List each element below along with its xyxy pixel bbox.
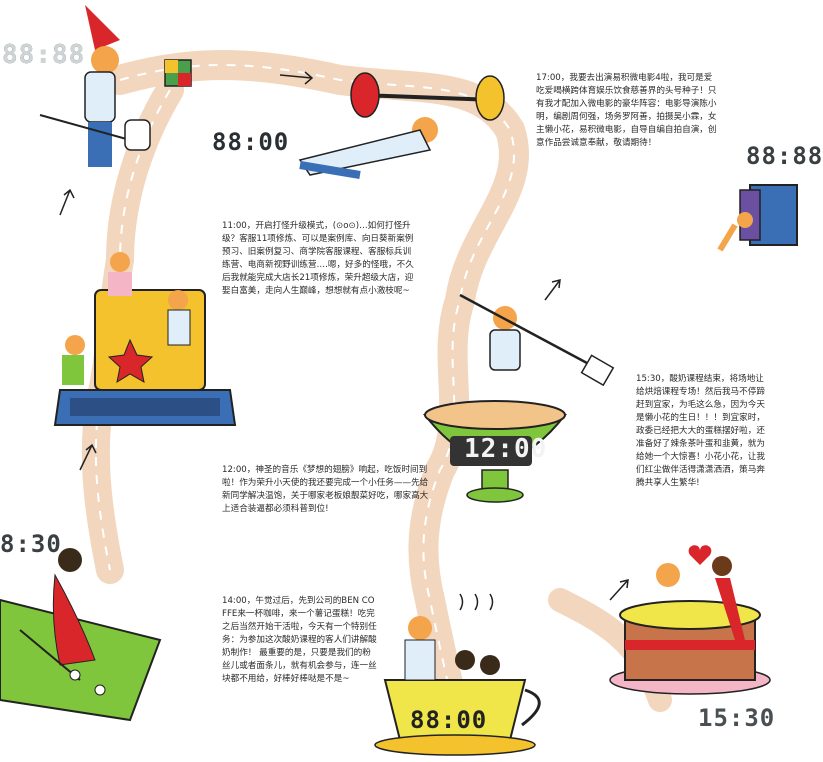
text-block-1400: 14:00，午觉过后，先到公司的BEN COFFE来一杯咖啡，来一个薯记蛋糕！吃… (222, 596, 377, 684)
clock-bottom-right: 15:30 (698, 704, 776, 732)
golf-couple (0, 548, 162, 722)
illustration-canvas (0, 5, 798, 756)
clock-bottom-left: 8:30 (0, 530, 62, 558)
laptop-figures (53, 252, 237, 426)
text-block-1700: 17:00，我要去出演易积微电影4啦，我可是爱吃爱喝横跨体育娱乐饮食慈善界的头号… (536, 73, 717, 148)
clock-cup: 88:00 (410, 706, 488, 734)
clock-top-left: 88:88 (2, 40, 86, 70)
text-block-1200: 12:00，神圣的音乐《梦想的翅膀》响起，吃饭时间到啦！作为荣升小天使的我还要完… (222, 465, 429, 514)
text-block-1530: 15:30，酸奶课程结束，将场地让给烘焙课程专场！然后我马不停蹄赶到宜家，为毛这… (636, 374, 765, 488)
clock-mid-left: 88:00 (212, 128, 290, 156)
arrow-icons (59, 71, 629, 601)
clock-right-top: 88:88 (746, 142, 823, 170)
clock-bowl: 12:00 (464, 434, 548, 464)
camera-lens-figure (717, 184, 798, 252)
coffee-cup (374, 593, 541, 756)
wizard-figure (39, 5, 192, 167)
birthday-cake (609, 545, 771, 695)
text-block-1100: 11:00，开启打怪升级模式，(⊙o⊙)…如何打怪升级？客服11项修炼、可以是案… (222, 221, 414, 296)
noodle-bowl (422, 293, 615, 503)
weightlifter-figure (298, 72, 505, 179)
